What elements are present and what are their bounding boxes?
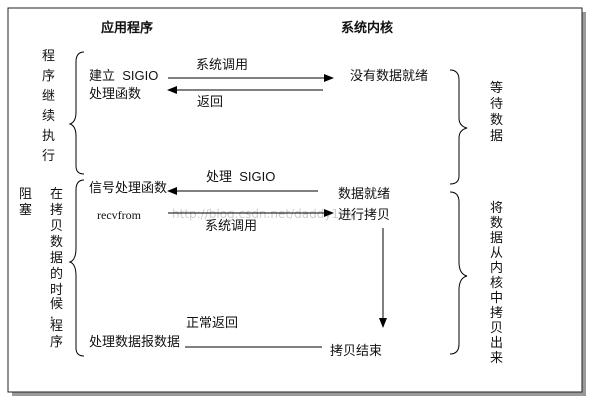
- svg-text:执: 执: [42, 128, 55, 143]
- svg-text:序: 序: [42, 68, 55, 83]
- svg-text:在: 在: [50, 186, 63, 201]
- svg-text:核: 核: [490, 275, 503, 290]
- data-ready-label: 数据就绪: [338, 186, 390, 201]
- process-datagram-label: 处理数据报数据: [89, 334, 180, 349]
- right-brace-bottom: [449, 191, 468, 355]
- svg-text:程: 程: [50, 318, 63, 333]
- svg-text:据: 据: [50, 250, 63, 265]
- syscall-label-2: 系统调用: [205, 218, 257, 233]
- svg-text:续: 续: [42, 108, 55, 123]
- syscall-label-1: 系统调用: [196, 57, 248, 72]
- no-data-ready-label: 没有数据就绪: [350, 68, 428, 83]
- svg-text:序: 序: [50, 334, 63, 349]
- svg-text:出: 出: [490, 335, 503, 350]
- svg-text:候: 候: [50, 296, 63, 311]
- svg-text:阻: 阻: [19, 186, 32, 201]
- normal-return-label: 正常返回: [186, 315, 238, 330]
- svg-text:数: 数: [490, 215, 503, 230]
- app-header: 应用程序: [101, 20, 153, 36]
- svg-text:的: 的: [50, 266, 63, 281]
- diagram-frame: [7, 7, 583, 393]
- return-label: 返回: [197, 94, 223, 109]
- right-brace-top: [449, 69, 468, 185]
- svg-text:拷: 拷: [50, 202, 63, 217]
- setup-sigio-label: 建立 SIGIO: [89, 68, 158, 83]
- svg-text:继: 继: [42, 88, 55, 103]
- svg-text:程: 程: [42, 48, 55, 63]
- kernel-header: 系统内核: [341, 20, 393, 36]
- copying-note-label: 在 拷 贝 数 据 的 时 候 , 程 序: [50, 186, 63, 349]
- continue-executing-label: 程 序 继 续 执 行: [42, 48, 55, 163]
- copy-data-from-kernel-label: 将 数 据 从 内 核 中 拷 贝 出 来: [490, 200, 503, 365]
- svg-text:贝: 贝: [50, 218, 63, 233]
- left-brace-top: [68, 51, 85, 175]
- svg-text:数: 数: [50, 234, 63, 249]
- signal-handler-label: 信号处理函数: [89, 180, 167, 195]
- svg-text:塞: 塞: [19, 202, 32, 217]
- svg-text:数: 数: [490, 112, 503, 127]
- handler-function-label: 处理函数: [89, 86, 141, 101]
- svg-text:据: 据: [490, 128, 503, 143]
- svg-text:行: 行: [42, 148, 55, 163]
- svg-text:据: 据: [490, 230, 503, 245]
- svg-text:来: 来: [490, 350, 503, 365]
- svg-text:将: 将: [490, 200, 503, 215]
- copying-label: 进行拷贝: [338, 207, 390, 222]
- svg-text:中: 中: [490, 290, 503, 305]
- svg-text:内: 内: [490, 260, 503, 275]
- svg-text:从: 从: [490, 245, 503, 260]
- svg-text:等: 等: [490, 80, 503, 95]
- svg-text:,: ,: [50, 306, 54, 321]
- svg-text:拷: 拷: [490, 305, 503, 320]
- svg-text:待: 待: [490, 96, 503, 111]
- copy-done-label: 拷贝结束: [330, 343, 382, 358]
- svg-text:时: 时: [50, 282, 63, 297]
- svg-text:贝: 贝: [490, 320, 503, 335]
- waiting-for-data-label: 等 待 数 据: [490, 80, 503, 143]
- watermark: http://blog.csdn.net/daddy1zjy: [172, 207, 356, 221]
- sigio-label: 处理 SIGIO: [206, 169, 275, 184]
- recvfrom-label: recvfrom: [97, 208, 142, 222]
- left-brace-bottom: [68, 179, 85, 357]
- blocked-label: 阻 塞: [19, 186, 32, 217]
